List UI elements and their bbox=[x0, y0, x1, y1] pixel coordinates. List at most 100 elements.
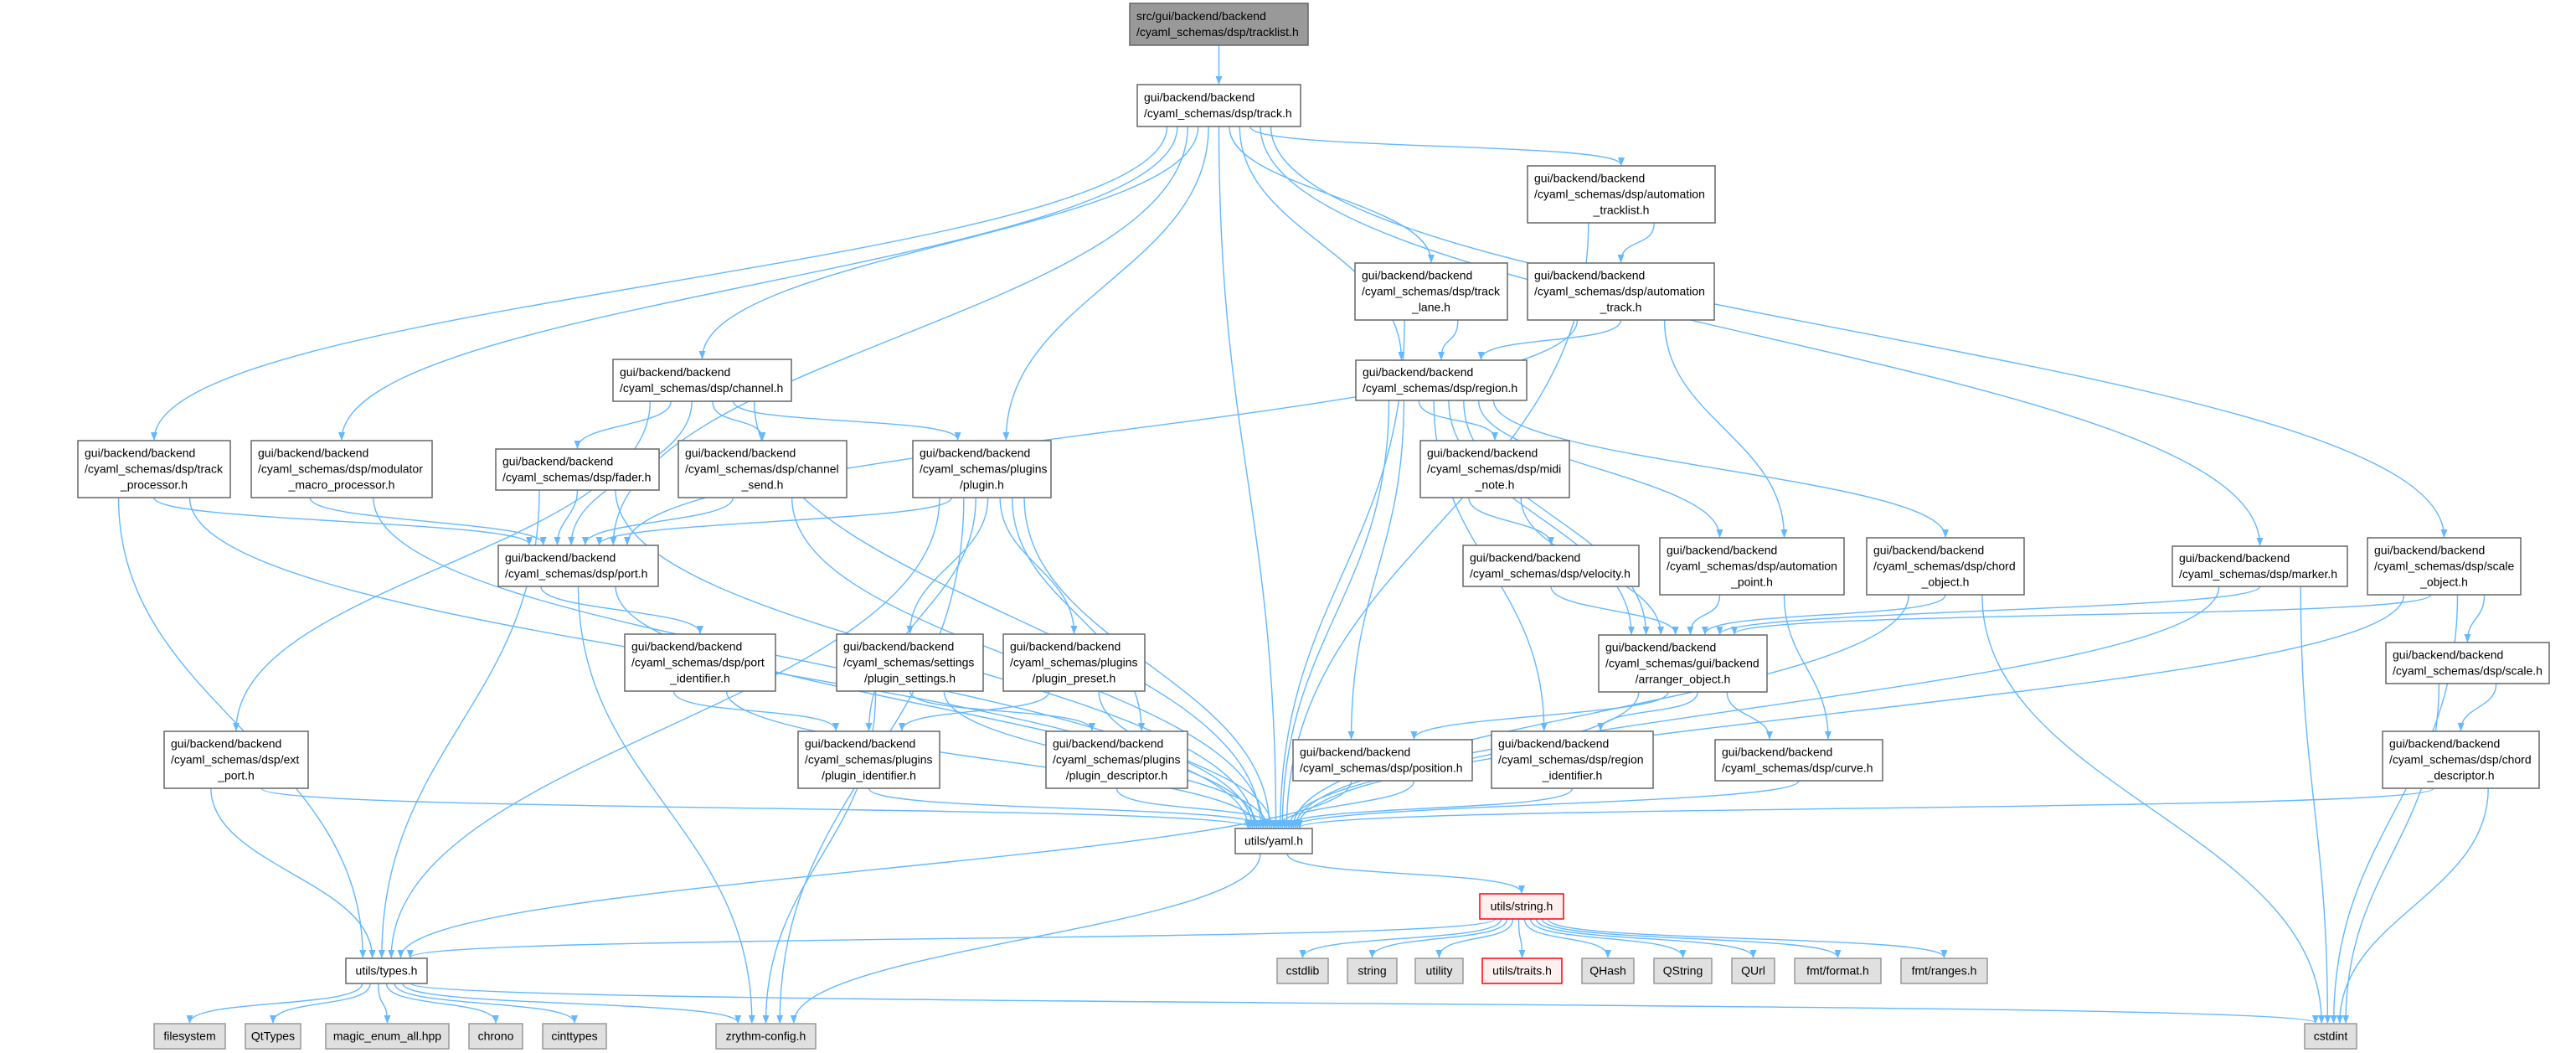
node-gui-backend-backend-cyaml-schemas-dsp-track-lane-h[interactable]: gui/backend/backend/cyaml_schemas/dsp/tr… bbox=[1354, 262, 1508, 321]
edge-fader-to-port bbox=[554, 489, 579, 545]
node-label-line: gui/backend/backend bbox=[1300, 746, 1410, 759]
node-gui-backend-backend-cyaml-schemas-dsp-track-h[interactable]: gui/backend/backend/cyaml_schemas/dsp/tr… bbox=[1136, 84, 1301, 127]
edge-arr-to-pos bbox=[1410, 691, 1669, 740]
node-cstdint[interactable]: cstdint bbox=[2304, 1023, 2357, 1050]
node-box bbox=[677, 440, 848, 498]
node-qstring[interactable]: QString bbox=[1653, 958, 1713, 984]
edge-pid-to-yaml bbox=[725, 690, 1262, 828]
node-label-line: /cyaml_schemas/dsp/scale bbox=[2374, 560, 2515, 573]
node-label-line: QtTypes bbox=[251, 1030, 295, 1043]
node-label-line: QUrl bbox=[1741, 964, 1765, 978]
edge-ppre-to-pident bbox=[898, 690, 1050, 731]
node-magic-enum-all-hpp[interactable]: magic_enum_all.hpp bbox=[325, 1023, 450, 1050]
node-string[interactable]: string bbox=[1347, 958, 1398, 984]
node-gui-backend-backend-cyaml-schemas-dsp-position-h[interactable]: gui/backend/backend/cyaml_schemas/dsp/po… bbox=[1292, 739, 1473, 782]
node-cinttypes[interactable]: cinttypes bbox=[542, 1023, 607, 1050]
node-gui-backend-backend-cyaml-schemas-dsp-chord-descriptor-h[interactable]: gui/backend/backend/cyaml_schemas/dsp/ch… bbox=[2382, 730, 2540, 789]
node-gui-backend-backend-cyaml-schemas-gui-backend-arranger-object-h[interactable]: gui/backend/backend/cyaml_schemas/gui/ba… bbox=[1598, 634, 1768, 693]
node-fmt-ranges-h[interactable]: fmt/ranges.h bbox=[1900, 958, 1988, 984]
node-utils-types-h[interactable]: utils/types.h bbox=[345, 958, 428, 984]
node-gui-backend-backend-cyaml-schemas-plugins-plugin-preset-h[interactable]: gui/backend/backend/cyaml_schemas/plugin… bbox=[1002, 633, 1146, 692]
edge-str-to-utility bbox=[1435, 918, 1514, 958]
node-label-line: gui/backend/backend bbox=[2374, 544, 2485, 557]
node-gui-backend-backend-cyaml-schemas-dsp-track-processor-h[interactable]: gui/backend/backend/cyaml_schemas/dsp/tr… bbox=[77, 440, 231, 498]
node-qhash[interactable]: QHash bbox=[1581, 958, 1635, 984]
node-gui-backend-backend-cyaml-schemas-dsp-channel-send-h[interactable]: gui/backend/backend/cyaml_schemas/dsp/ch… bbox=[677, 440, 848, 498]
edge-cdesc-to-cstdint bbox=[2336, 787, 2489, 1024]
edge-marker-to-arr bbox=[1716, 586, 2261, 635]
node-qttypes[interactable]: QtTypes bbox=[245, 1023, 301, 1050]
node-utils-traits-h[interactable]: utils/traits.h bbox=[1481, 958, 1563, 984]
node-label-line: /cyaml_schemas/dsp/track bbox=[1362, 285, 1501, 298]
node-label-line: /cyaml_schemas/dsp/track.h bbox=[1144, 106, 1292, 120]
node-gui-backend-backend-cyaml-schemas-settings-plugin-settings-h[interactable]: gui/backend/backend/cyaml_schemas/settin… bbox=[836, 633, 984, 692]
node-label-line: _tracklist.h bbox=[1593, 204, 1650, 217]
node-src-gui-backend-backend-cyaml-schemas-dsp-tracklist-h[interactable]: src/gui/backend/backend/cyaml_schemas/ds… bbox=[1129, 3, 1309, 46]
edge-types-to-chrono bbox=[385, 983, 499, 1024]
node-label-line: /cyaml_schemas/dsp/chord bbox=[1873, 560, 2016, 573]
node-box bbox=[1491, 730, 1654, 789]
node-gui-backend-backend-cyaml-schemas-dsp-port-identifier-h[interactable]: gui/backend/backend/cyaml_schemas/dsp/po… bbox=[624, 633, 776, 692]
node-gui-backend-backend-cyaml-schemas-dsp-marker-h[interactable]: gui/backend/backend/cyaml_schemas/dsp/ma… bbox=[2172, 545, 2348, 587]
edge-types-to-cstdint bbox=[410, 983, 2319, 1024]
node-label-line: zrythm-config.h bbox=[726, 1030, 806, 1043]
node-gui-backend-backend-cyaml-schemas-plugins-plugin-h[interactable]: gui/backend/backend/cyaml_schemas/plugin… bbox=[912, 440, 1052, 498]
node-label-line: gui/backend/backend bbox=[843, 640, 954, 653]
edge-region-to-pos bbox=[1347, 400, 1405, 740]
node-zrythm-config-h[interactable]: zrythm-config.h bbox=[715, 1023, 817, 1050]
node-gui-backend-backend-cyaml-schemas-dsp-modulator-macro-processor-h[interactable]: gui/backend/backend/cyaml_schemas/dsp/mo… bbox=[250, 440, 433, 498]
node-box bbox=[1527, 165, 1716, 224]
node-label-line: /cyaml_schemas/gui/backend bbox=[1605, 657, 1759, 670]
edge-plugin-to-pdesc bbox=[1011, 497, 1146, 731]
edge-str-to-qstring bbox=[1529, 918, 1687, 958]
node-box bbox=[1045, 730, 1188, 789]
node-gui-backend-backend-cyaml-schemas-plugins-plugin-identifier-h[interactable]: gui/backend/backend/cyaml_schemas/plugin… bbox=[797, 730, 940, 789]
node-gui-backend-backend-cyaml-schemas-dsp-automation-track-h[interactable]: gui/backend/backend/cyaml_schemas/dsp/au… bbox=[1527, 262, 1715, 321]
node-cstdlib[interactable]: cstdlib bbox=[1276, 958, 1329, 984]
node-label-line: /cyaml_schemas/dsp/channel.h bbox=[620, 381, 783, 395]
node-gui-backend-backend-cyaml-schemas-dsp-channel-h[interactable]: gui/backend/backend/cyaml_schemas/dsp/ch… bbox=[612, 359, 792, 402]
node-filesystem[interactable]: filesystem bbox=[153, 1023, 226, 1050]
node-gui-backend-backend-cyaml-schemas-plugins-plugin-descriptor-h[interactable]: gui/backend/backend/cyaml_schemas/plugin… bbox=[1045, 730, 1188, 789]
node-gui-backend-backend-cyaml-schemas-dsp-scale-h[interactable]: gui/backend/backend/cyaml_schemas/dsp/sc… bbox=[2385, 642, 2550, 684]
node-label-line: gui/backend/backend bbox=[1722, 746, 1832, 759]
edge-lane-to-region bbox=[1438, 319, 1459, 360]
node-label-line: _port.h bbox=[217, 769, 255, 782]
node-label-line: magic_enum_all.hpp bbox=[333, 1030, 441, 1043]
node-label-line: gui/backend/backend bbox=[1053, 737, 1163, 751]
node-gui-backend-backend-cyaml-schemas-dsp-automation-tracklist-h[interactable]: gui/backend/backend/cyaml_schemas/dsp/au… bbox=[1527, 165, 1716, 224]
node-gui-backend-backend-cyaml-schemas-dsp-fader-h[interactable]: gui/backend/backend/cyaml_schemas/dsp/fa… bbox=[495, 448, 660, 491]
node-fmt-format-h[interactable]: fmt/format.h bbox=[1794, 958, 1882, 984]
node-box bbox=[542, 1023, 607, 1050]
edge-str-to-types bbox=[407, 918, 1497, 958]
node-label-line: gui/backend/backend bbox=[2389, 737, 2500, 751]
node-gui-backend-backend-cyaml-schemas-dsp-chord-object-h[interactable]: gui/backend/backend/cyaml_schemas/dsp/ch… bbox=[1866, 537, 2025, 596]
node-gui-backend-backend-cyaml-schemas-dsp-midi-note-h[interactable]: gui/backend/backend/cyaml_schemas/dsp/mi… bbox=[1419, 440, 1570, 498]
node-gui-backend-backend-cyaml-schemas-dsp-curve-h[interactable]: gui/backend/backend/cyaml_schemas/dsp/cu… bbox=[1714, 739, 1883, 782]
node-gui-backend-backend-cyaml-schemas-dsp-port-h[interactable]: gui/backend/backend/cyaml_schemas/dsp/po… bbox=[497, 545, 659, 587]
node-box bbox=[245, 1023, 301, 1050]
node-gui-backend-backend-cyaml-schemas-dsp-region-identifier-h[interactable]: gui/backend/backend/cyaml_schemas/dsp/re… bbox=[1491, 730, 1654, 789]
node-utility[interactable]: utility bbox=[1414, 958, 1464, 984]
node-label-line: /cyaml_schemas/dsp/region bbox=[1498, 753, 1644, 767]
edge-track-to-tp bbox=[151, 126, 1168, 441]
node-label-line: _lane.h bbox=[1411, 301, 1450, 314]
edge-at-to-ap bbox=[1663, 319, 1788, 538]
node-label-line: _identifier.h bbox=[1542, 769, 1603, 782]
node-box bbox=[2367, 537, 2522, 596]
node-gui-backend-backend-cyaml-schemas-dsp-ext-port-h[interactable]: gui/backend/backend/cyaml_schemas/dsp/ex… bbox=[163, 730, 309, 789]
node-box bbox=[1714, 739, 1883, 782]
node-gui-backend-backend-cyaml-schemas-dsp-region-h[interactable]: gui/backend/backend/cyaml_schemas/dsp/re… bbox=[1355, 359, 1528, 401]
node-gui-backend-backend-cyaml-schemas-dsp-velocity-h[interactable]: gui/backend/backend/cyaml_schemas/dsp/ve… bbox=[1462, 545, 1640, 587]
node-gui-backend-backend-cyaml-schemas-dsp-scale-object-h[interactable]: gui/backend/backend/cyaml_schemas/dsp/sc… bbox=[2367, 537, 2522, 596]
node-gui-backend-backend-cyaml-schemas-dsp-automation-point-h[interactable]: gui/backend/backend/cyaml_schemas/dsp/au… bbox=[1659, 537, 1845, 596]
node-utils-string-h[interactable]: utils/string.h bbox=[1479, 893, 1564, 920]
node-label-line: gui/backend/backend bbox=[85, 446, 195, 460]
node-utils-yaml-h[interactable]: utils/yaml.h bbox=[1234, 828, 1313, 854]
node-qurl[interactable]: QUrl bbox=[1731, 958, 1775, 984]
node-box bbox=[1598, 634, 1768, 693]
node-chrono[interactable]: chrono bbox=[468, 1023, 523, 1050]
node-box bbox=[1527, 262, 1715, 321]
edge-rid-to-yaml bbox=[1280, 787, 1574, 828]
